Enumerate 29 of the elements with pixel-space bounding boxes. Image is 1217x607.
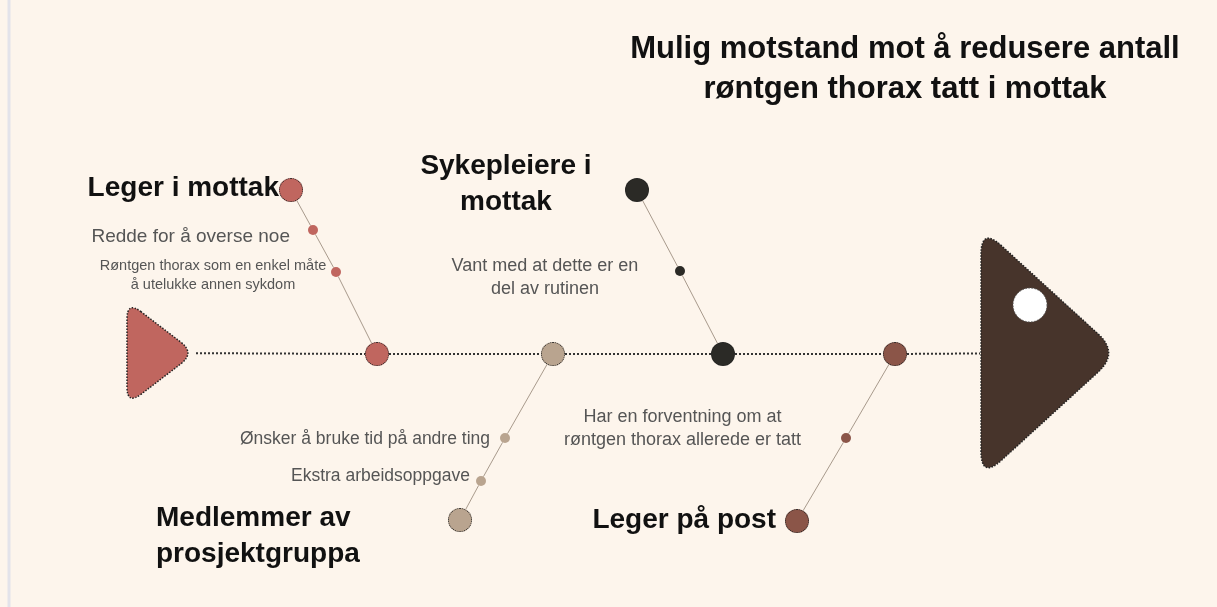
title: Mulig motstand mot å redusere antall røntgen thorax tatt i mottak [629, 29, 1181, 108]
cause-label: Ønsker å bruke tid på andre ting [239, 427, 490, 450]
category-label: Leger i mottak [86, 170, 279, 204]
bone-line [337, 275, 373, 344]
spine-line [564, 353, 712, 355]
cause-label: Vant med at dette er en del av rutinen [450, 254, 640, 301]
bone-line [642, 200, 679, 268]
cause-label: Har en forventning om at røntgen thorax allerede er tatt [562, 405, 803, 452]
cause-label: Røntgen thorax som en enkel måte å utelukke annen sykdom [98, 256, 328, 294]
cause-label: Ekstra arbeidsoppgave [290, 464, 470, 487]
bone-line [848, 363, 890, 435]
bone-line [314, 233, 335, 269]
bone-line [507, 363, 548, 435]
category-dot [711, 342, 735, 366]
category-label: Leger på post [591, 502, 776, 536]
spine-line [734, 353, 884, 355]
spine-line [906, 352, 981, 355]
spine-line [388, 353, 542, 355]
cause-label: Redde for å overse noe [90, 224, 290, 248]
bone-line [482, 441, 504, 478]
bone-line [802, 441, 844, 512]
bone-line [465, 484, 480, 510]
category-label: Sykepleiere i mottak [419, 148, 593, 219]
category-dot [365, 342, 389, 366]
category-dot [883, 342, 907, 366]
bone-line [296, 200, 312, 227]
category-dot [541, 342, 565, 366]
category-label: Medlemmer av prosjektgruppa [156, 500, 361, 571]
bone-line [681, 274, 718, 344]
